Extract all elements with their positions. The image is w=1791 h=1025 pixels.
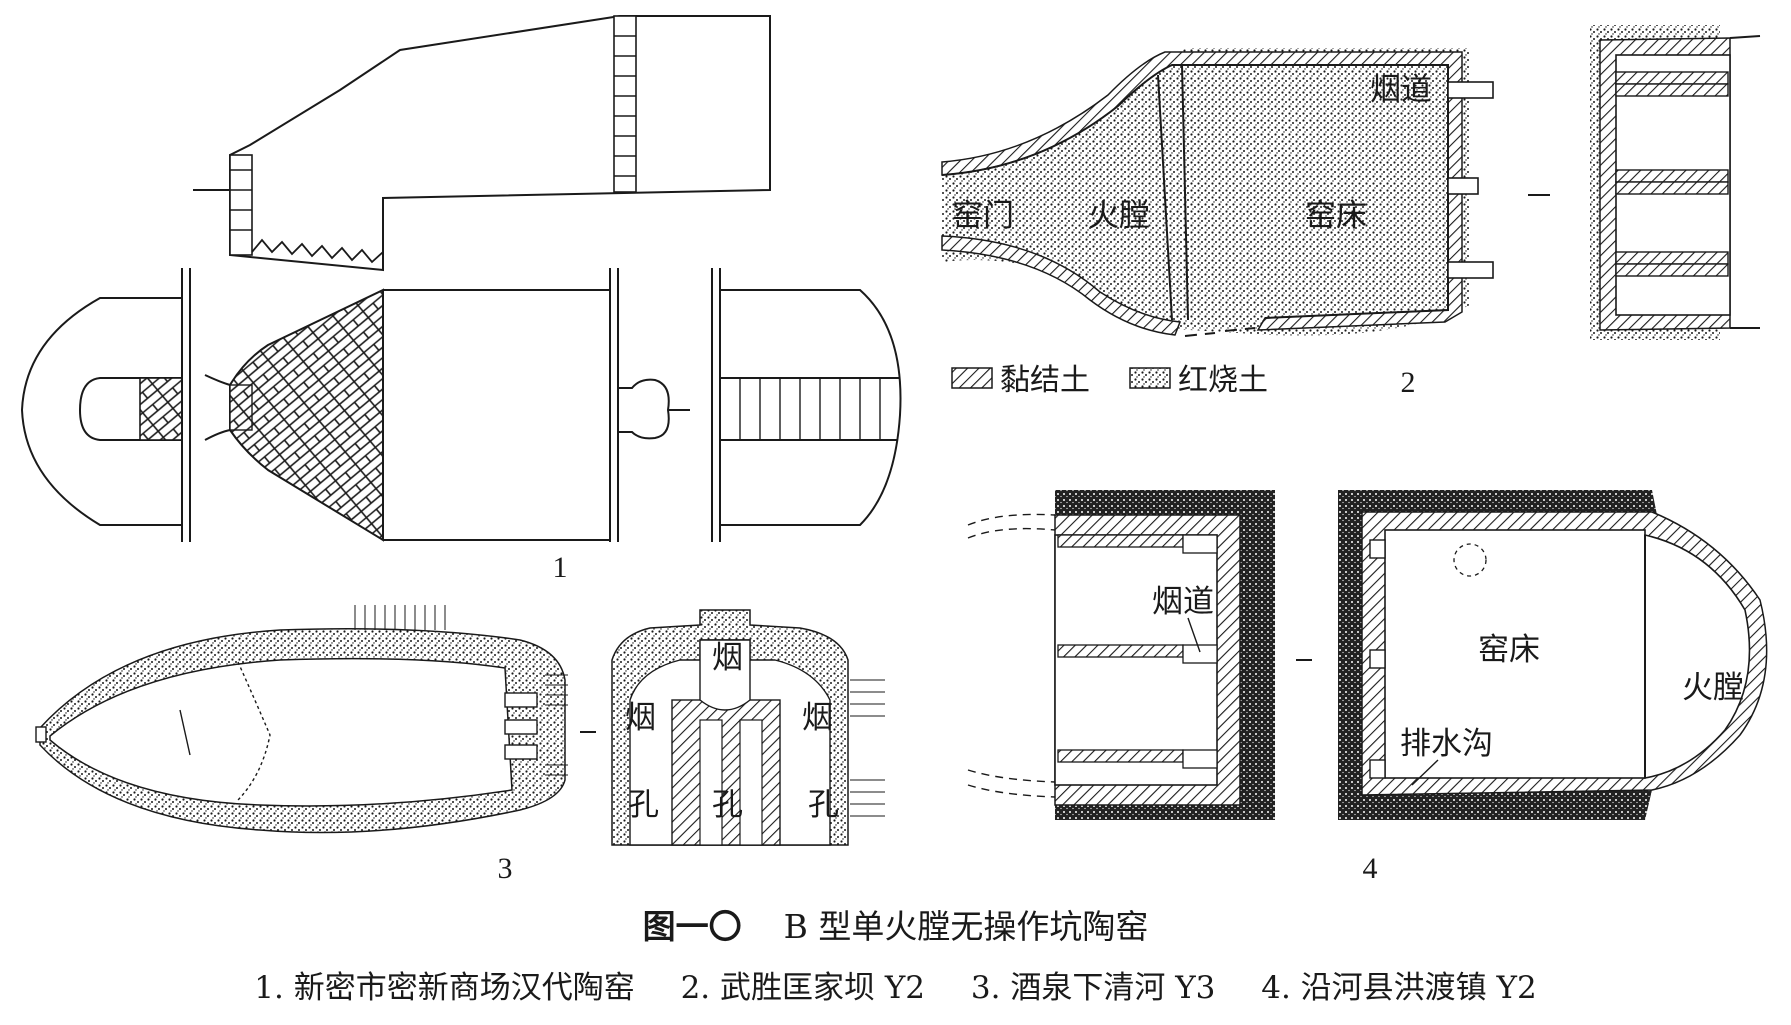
- caption-item: 1. 新密市密新商场汉代陶窑: [254, 970, 635, 1006]
- panel-3-label-flue-right: 烟: [802, 700, 833, 736]
- panel-2-clay-wall-bottom: [941, 235, 1182, 336]
- panel-1-firebox-floor: [251, 238, 384, 264]
- panel-1-plan-chamber: [383, 289, 611, 541]
- figure-caption-list: 1. 新密市密新商场汉代陶窑 2. 武胜匡家坝 Y2 3. 酒泉下清河 Y3 4…: [0, 962, 1791, 1007]
- legend-clay-label: 黏结土: [1000, 363, 1090, 398]
- caption-item: 3. 酒泉下清河 Y3: [970, 970, 1216, 1006]
- caption-item: 4. 沿河县洪渡镇 Y2: [1261, 970, 1537, 1006]
- panel-4-label-firebox: 火膛: [1682, 670, 1744, 706]
- panel-3-label-flue-left: 烟: [625, 700, 656, 736]
- panel-3-label-flue-top: 烟: [712, 640, 743, 676]
- panel-2-label-kiln-bed: 窑床: [1305, 198, 1367, 234]
- panel-1-wall-bricks: [613, 15, 637, 193]
- figure-number: 图一〇: [642, 907, 742, 946]
- panel-1-number: 1: [553, 551, 568, 584]
- panel-1-plan-right-end: [720, 289, 902, 526]
- panel-1-plan-passage-bricks: [139, 377, 183, 441]
- panel-1-plan-flue-knob: [617, 378, 670, 440]
- panel-2-burnt-earth: [942, 48, 1470, 336]
- panel-1-profile-outline: [193, 15, 771, 272]
- panel-3-label-hole-left: 孔: [628, 787, 659, 823]
- panel-2-flue-2: [1447, 177, 1479, 195]
- panel-2-flue-1: [1447, 81, 1494, 99]
- panel-2-firebox-bed-line: [1157, 74, 1173, 321]
- panel-4-firebox: [1644, 533, 1751, 779]
- panel-2-number: 2: [1401, 366, 1416, 399]
- panel-4-label-flue: 烟道: [1152, 584, 1214, 620]
- panel-1-plan-passage: [78, 377, 182, 441]
- panel-3-label-hole-mid: 孔: [712, 787, 743, 823]
- panel-1-kiln-section: 1: [20, 15, 902, 584]
- figure-title: B 型单火膛无操作坑陶窑: [783, 907, 1149, 946]
- legend-clay-swatch: [951, 367, 993, 389]
- panel-3-plan-chamber: [49, 657, 513, 807]
- caption-item: 2. 武胜匡家坝 Y2: [680, 970, 926, 1006]
- panel-4-kiln: 烟道 窑床 火膛 排水沟 4: [967, 490, 1768, 885]
- legend-burnt-earth-swatch: [1129, 367, 1171, 389]
- panel-4-number: 4: [1363, 852, 1378, 885]
- panel-2-flue-3: [1447, 261, 1494, 279]
- panel-4-kiln-bed: [1384, 529, 1646, 779]
- panel-3-number: 3: [498, 852, 513, 885]
- panel-4-label-drain: 排水沟: [1400, 726, 1493, 762]
- panel-4-label-kiln-bed: 窑床: [1478, 632, 1540, 668]
- panel-3-section-core: [671, 699, 781, 846]
- panel-3-kiln: 烟 烟 烟 孔 孔 孔 3: [35, 605, 885, 885]
- legend-burnt-earth-label: 红烧土: [1178, 363, 1268, 398]
- panel-2-label-flue: 烟道: [1370, 72, 1432, 108]
- panel-3-label-hole-right: 孔: [808, 787, 839, 823]
- panel-2-label-firebox: 火膛: [1088, 198, 1150, 234]
- panel-2-kiln-plan: 窑门 火膛 窑床 烟道 黏结土 红烧土 2: [941, 25, 1761, 399]
- panel-1-plan-left-end: [20, 297, 182, 526]
- panel-1-plan-firebox: [229, 288, 384, 542]
- panel-2-label-kiln-door: 窑门: [952, 198, 1014, 234]
- figure-caption-title: 图一〇 B 型单火膛无操作坑陶窑: [0, 900, 1791, 948]
